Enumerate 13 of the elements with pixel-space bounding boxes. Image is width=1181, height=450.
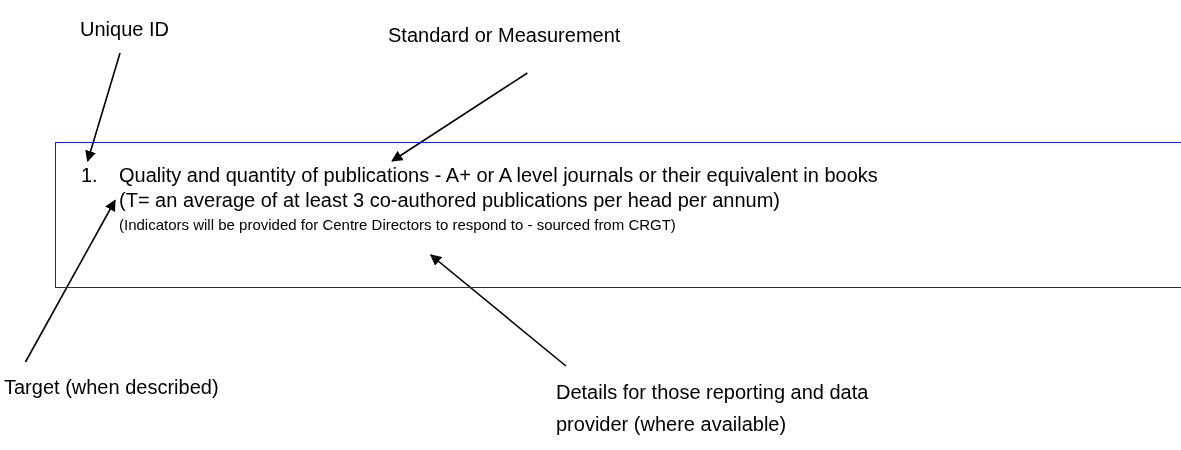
leader-line: [24, 199, 116, 363]
callout-label: Standard or Measurement: [388, 24, 621, 47]
callout-label: Details for those reporting and data provider (where available): [556, 376, 886, 440]
indicator-box: [55, 142, 1181, 288]
leader-line: [430, 254, 567, 367]
leader-line: [391, 72, 529, 162]
details-text: (Indicators will be provided for Centre Directors to respond to - sourced from CRGT): [119, 216, 676, 233]
target-text: (T= an average of at least 3 co-authored publications per head per annum): [119, 189, 780, 212]
callout-label: Unique ID: [80, 18, 169, 41]
leader-line: [85, 52, 121, 163]
standard-text: Quality and quantity of publications - A+ or A level journals or their equivalent in books: [119, 164, 878, 187]
callout-label: Target (when described): [4, 376, 219, 399]
item-number: 1.: [81, 164, 98, 187]
